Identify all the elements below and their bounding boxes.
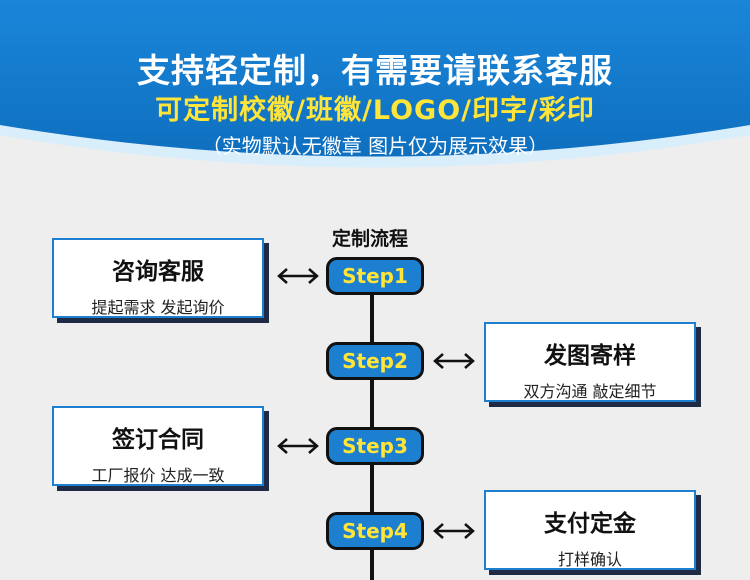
box-desc: 打样确认 — [557, 550, 622, 569]
double-arrow-icon — [277, 268, 319, 284]
double-arrow-icon — [277, 438, 319, 454]
banner-title: 支持轻定制，有需要请联系客服 — [137, 51, 613, 90]
step-3-button[interactable]: Step3 — [326, 427, 424, 465]
box-desc: 提起需求 发起询价 — [91, 298, 225, 317]
box-desc: 双方沟通 敲定细节 — [523, 382, 657, 401]
box-consult-service: 咨询客服 提起需求 发起询价 — [52, 238, 264, 318]
box-title: 发图寄样 — [544, 343, 636, 369]
banner-background — [0, 0, 750, 168]
step-2-button[interactable]: Step2 — [326, 342, 424, 380]
double-arrow-icon — [433, 353, 475, 369]
step-4-button[interactable]: Step4 — [326, 512, 424, 550]
step-1-button[interactable]: Step1 — [326, 257, 424, 295]
banner-note: （实物默认无徽章 图片仅为展示效果） — [201, 134, 549, 158]
box-send-sample: 发图寄样 双方沟通 敲定细节 — [484, 322, 696, 402]
double-arrow-icon — [433, 523, 475, 539]
box-title: 签订合同 — [112, 427, 204, 453]
flow-title: 定制流程 — [331, 228, 408, 250]
box-sign-contract: 签订合同 工厂报价 达成一致 — [52, 406, 264, 486]
box-pay-deposit: 支付定金 打样确认 — [484, 490, 696, 570]
header-banner: 支持轻定制，有需要请联系客服 可定制校徽/班徽/LOGO/印字/彩印 （实物默认… — [0, 0, 750, 200]
box-title: 咨询客服 — [112, 259, 204, 285]
banner-subtitle: 可定制校徽/班徽/LOGO/印字/彩印 — [155, 95, 595, 126]
box-desc: 工厂报价 达成一致 — [91, 466, 225, 485]
box-title: 支付定金 — [544, 511, 636, 537]
